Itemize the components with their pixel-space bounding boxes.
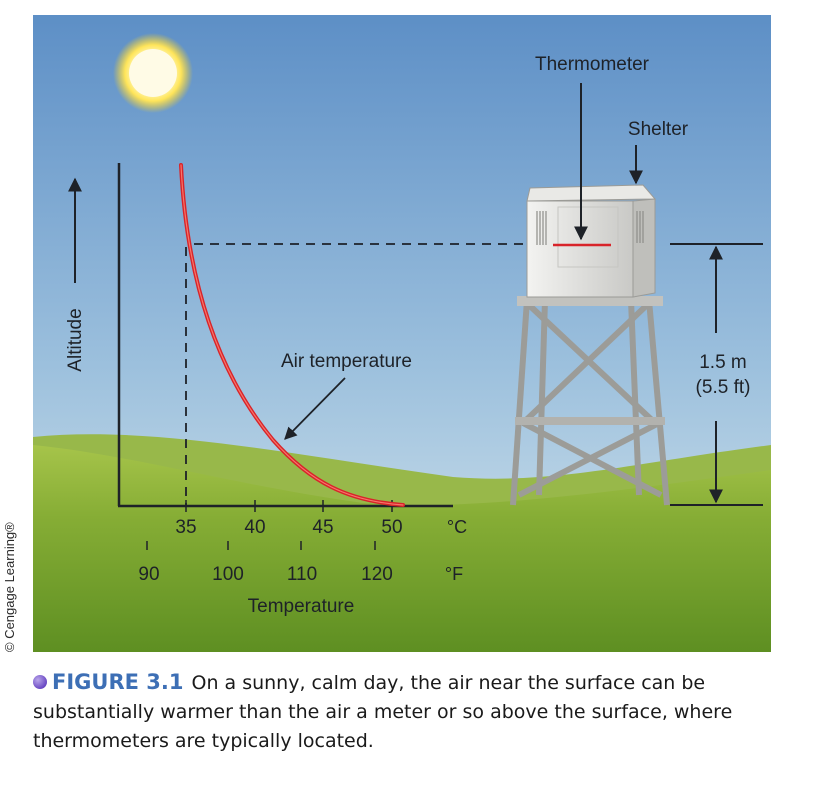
celsius-tick-label: 40 (244, 517, 265, 538)
caption-text: On a sunny, calm day, the air near the s… (33, 672, 733, 752)
height-meters-label: 1.5 m (699, 352, 747, 373)
fahrenheit-tick-label: 110 (287, 564, 317, 585)
shelter-label: Shelter (628, 119, 689, 140)
altitude-label: Altitude (65, 308, 86, 371)
copyright-credit: © Cengage Learning® (2, 522, 30, 680)
figure-label: FIGURE 3.1 (52, 670, 184, 694)
celsius-unit-label: °C (447, 517, 467, 537)
figure-illustration: Altitude Air temperature 35 40 45 50 °C … (33, 15, 771, 652)
fahrenheit-tick-label: 100 (212, 564, 244, 585)
fahrenheit-unit-label: °F (445, 564, 463, 584)
celsius-tick-label: 45 (312, 517, 333, 538)
grass-field (33, 445, 771, 652)
credit-text: © Cengage Learning® (2, 522, 17, 652)
fahrenheit-tick-label: 120 (361, 564, 393, 585)
celsius-tick-label: 50 (381, 517, 402, 538)
height-feet-label: (5.5 ft) (696, 377, 751, 398)
fahrenheit-tick-label: 90 (138, 564, 159, 585)
temperature-axis-label: Temperature (248, 596, 355, 617)
celsius-tick-label: 35 (175, 517, 196, 538)
bullet-icon (33, 675, 47, 689)
thermometer-label: Thermometer (535, 54, 650, 75)
air-temperature-label: Air temperature (281, 351, 412, 372)
fahrenheit-tick-marks (146, 541, 376, 550)
sun-icon (113, 33, 193, 113)
air-temperature-pointer (284, 377, 346, 440)
